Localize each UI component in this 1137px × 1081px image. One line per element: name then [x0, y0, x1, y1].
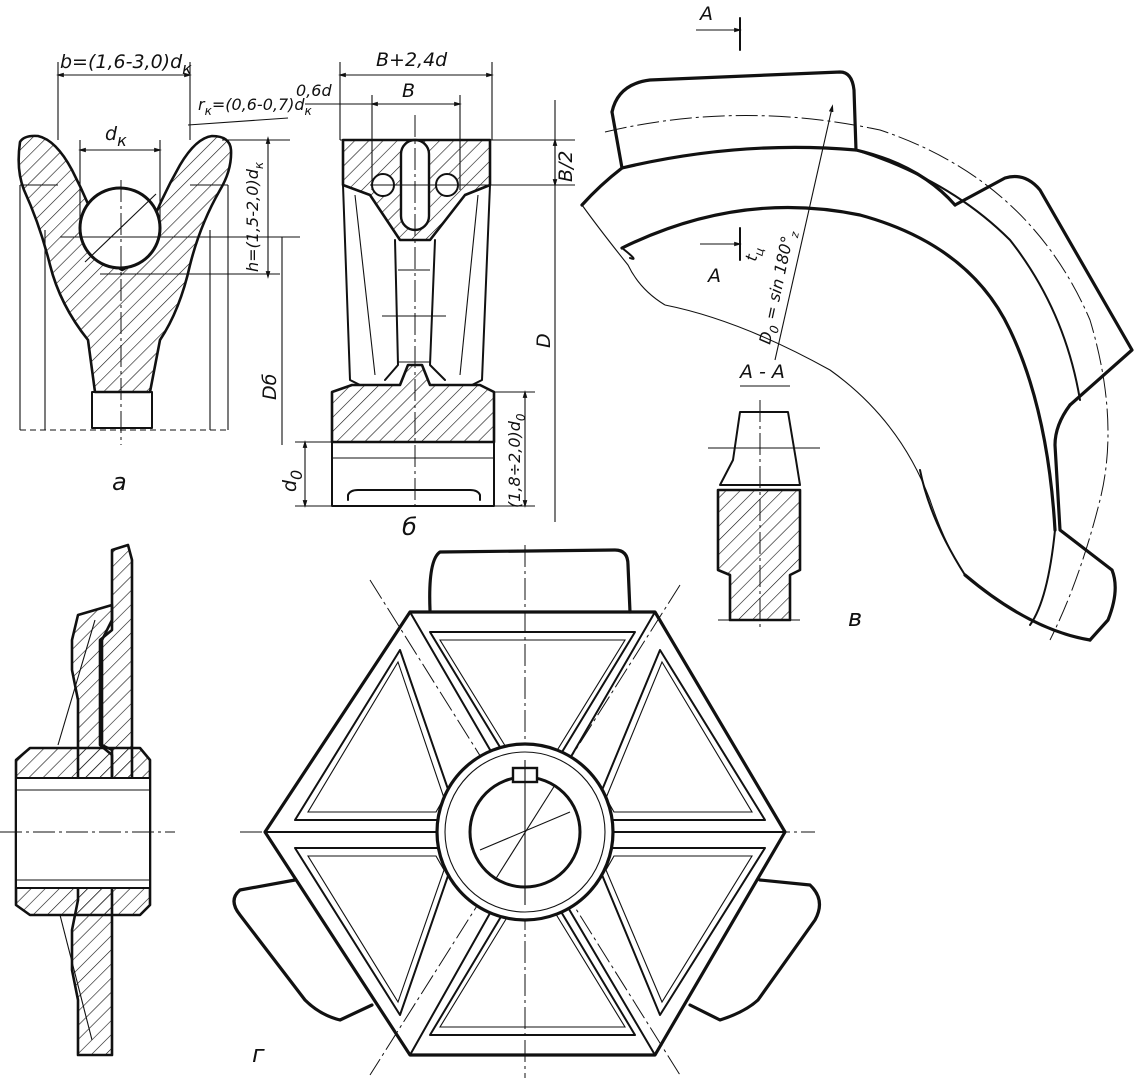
- view-a-label: а: [112, 468, 127, 496]
- formula: D0 = sin 180°z: [755, 228, 802, 346]
- section-mark-bottom: A: [706, 265, 721, 287]
- dim-dk-label: dк: [105, 123, 127, 150]
- dim-inner-width: B: [402, 80, 415, 102]
- view-g-front: г: [232, 545, 822, 1078]
- view-v-label: в: [848, 604, 862, 632]
- section-mark-top: A: [698, 3, 713, 25]
- dim-diameter: D: [533, 333, 555, 348]
- view-g-label: г: [252, 1040, 265, 1068]
- hub-section: [330, 363, 496, 444]
- view-v: A A D0 = sin 180°z tц A - A: [580, 3, 1134, 642]
- view-g-side: [0, 543, 175, 1057]
- view-b-label: б: [402, 513, 417, 541]
- dim-rk-label: rк=(0,6-0,7)dк: [198, 95, 313, 118]
- view-b: B+2,4d 0,6d B B/2: [279, 49, 577, 541]
- dim-db-label: Dб: [259, 373, 281, 400]
- dim-h-label: h=(1,5-2,0)dк: [243, 161, 266, 272]
- dim-total-width: B+2,4d: [376, 49, 448, 71]
- dim-hub-length: (1,8÷2,0)d0: [505, 413, 528, 508]
- formula-numerator: tц: [741, 245, 767, 264]
- dim-rim-gap: 0,6d: [296, 81, 332, 100]
- dim-shaft: d0: [279, 470, 306, 492]
- dim-half-b: B/2: [555, 150, 577, 182]
- view-a: b=(1,6-3,0)dк dк rк=(0,6-0,7)dк h=(1,5-2…: [17, 51, 313, 496]
- section-title: A - A: [738, 361, 785, 383]
- dim-b-label: b=(1,6-3,0)dк: [60, 51, 192, 78]
